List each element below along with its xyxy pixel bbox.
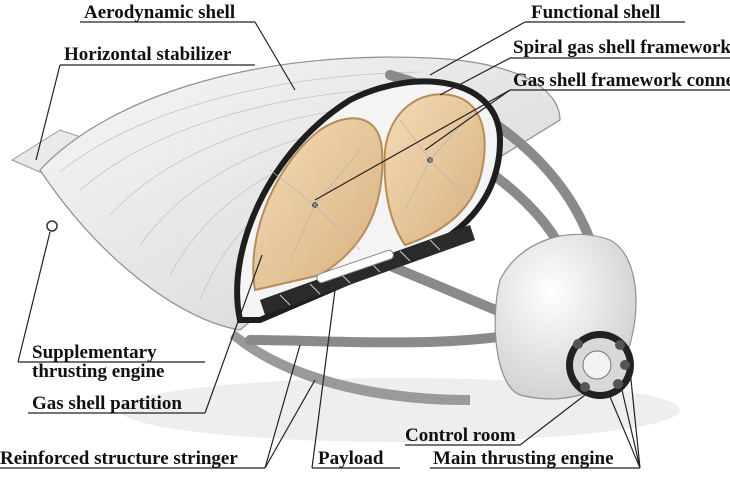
payload-module — [316, 249, 394, 284]
label-gas-shell-framework-connector: Gas shell framework connector — [513, 70, 730, 91]
label-horizontal-stabilizer: Horizontal stabilizer — [64, 44, 232, 65]
label-main-thrusting-engine: Main thrusting engine — [433, 448, 614, 469]
label-functional-shell: Functional shell — [531, 2, 661, 23]
hub-spokes — [269, 114, 471, 261]
main-engine-cluster — [566, 331, 634, 399]
label-supplementary-line2: thrusting engine — [32, 361, 165, 382]
label-supplementary-line1: Supplementary — [32, 342, 157, 363]
label-reinforced-structure-stringer: Reinforced structure stringer — [0, 448, 238, 469]
label-control-room: Control room — [405, 425, 516, 446]
leader-lines — [0, 21, 730, 469]
label-spiral-gas-shell-framework: Spiral gas shell framework — [513, 37, 730, 58]
payload-truss — [260, 225, 475, 315]
gas-cell-right — [383, 93, 486, 247]
supplementary-engine-pod — [46, 220, 58, 232]
reinforced-stringer-shape — [230, 330, 470, 406]
label-gas-shell-partition: Gas shell partition — [32, 393, 182, 414]
label-payload: Payload — [318, 448, 384, 469]
label-aerodynamic-shell: Aerodynamic shell — [84, 2, 236, 23]
